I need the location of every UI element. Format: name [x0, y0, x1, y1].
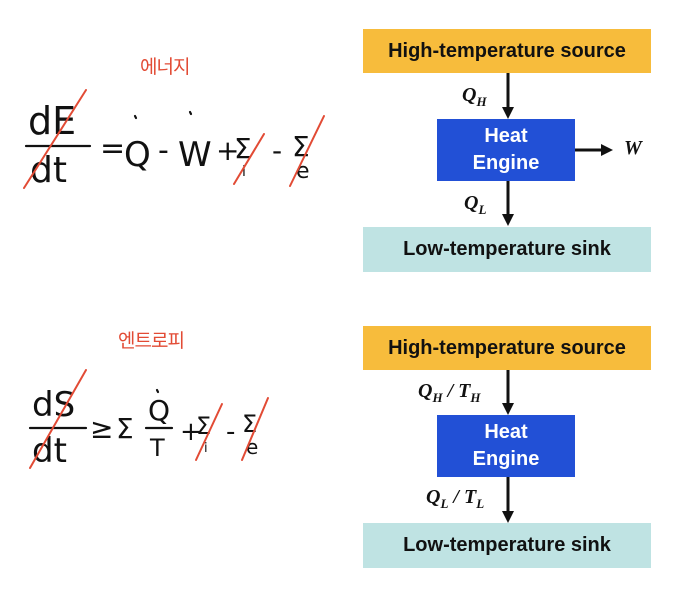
eq2-slash-dSdt: [29, 369, 87, 469]
eq1-W-dot: [188, 110, 193, 116]
eq2-dS: dS: [32, 385, 75, 425]
engine1-ql-label: QL: [464, 192, 487, 217]
eq1-sigma-i: Σ: [234, 132, 252, 165]
eq1-slash-sigma-e: [289, 115, 325, 187]
energy-equation-drawing: dE dt = Q - W + Σ i - Σ e: [23, 89, 325, 191]
engine2-sink-label: Low-temperature sink: [403, 534, 611, 556]
eq1-sub-i: i: [242, 164, 246, 180]
entropy-equation: dS dt ≥ Σ Q T + Σ i - Σ e: [20, 368, 310, 471]
engine2-arrow-qh: [502, 370, 514, 415]
engine1-arrow-ql: [502, 181, 514, 226]
eq2-slash-sigma-i: [195, 403, 223, 461]
engine2-ql-tl-label: QL / TL: [426, 486, 485, 511]
eq1-Q: Q: [124, 135, 151, 175]
entropy-title: 엔트로피: [118, 330, 185, 352]
eq2-Q-dot: [155, 388, 160, 394]
energy-equation: dE dt = Q - W + Σ i - Σ e: [20, 88, 350, 191]
engine2-source-box: High-temperature source: [363, 326, 651, 370]
eq1-slash-dEdt: [23, 89, 87, 189]
engine2-engine-line2: Engine: [472, 448, 540, 470]
engine1-work-label: W: [624, 137, 642, 159]
eq1-slash-sigma-i: [233, 133, 265, 185]
engine1-arrow-work: [575, 144, 613, 156]
engine1-engine-line1: Heat: [484, 125, 528, 147]
eq2-plus: +: [180, 417, 202, 447]
engine2-arrow-ql: [502, 477, 514, 523]
eq2-sigma-e: Σ: [242, 410, 257, 438]
engine2-qh-th-label: QH / TH: [418, 380, 481, 405]
eq2-Q: Q: [148, 394, 170, 427]
eq2-sigma-i: Σ: [196, 412, 211, 440]
eq1-minus2: -: [272, 134, 282, 167]
engine1-engine-line2: Engine: [472, 152, 540, 174]
eq1-minus1: -: [158, 133, 169, 168]
eq1-Q-dot: [133, 114, 138, 120]
eq1-equals: =: [100, 131, 125, 166]
eq1-W: W: [178, 135, 212, 175]
engine2-sink-box: Low-temperature sink: [363, 523, 651, 568]
eq1-dE: dE: [28, 99, 76, 143]
energy-title: 에너지: [140, 56, 190, 78]
engine2-source-label: High-temperature source: [388, 336, 626, 359]
engine2-heat-engine-box: Heat Engine: [437, 415, 575, 477]
eq2-dt: dt: [32, 431, 67, 471]
eq1-plus: +: [216, 134, 239, 167]
engine1-sink-box: Low-temperature sink: [363, 227, 651, 272]
eq2-sigma: Σ: [116, 412, 134, 445]
engine1-sink-label: Low-temperature sink: [403, 238, 611, 260]
engine2-engine-line1: Heat: [484, 421, 528, 443]
eq2-sub-i: i: [204, 441, 208, 456]
eq2-minus: -: [226, 417, 235, 447]
entropy-equation-drawing: dS dt ≥ Σ Q T + Σ i - Σ e: [28, 369, 269, 471]
engine1-arrow-qh: [502, 73, 514, 119]
engine1-source-label: High-temperature source: [388, 39, 626, 62]
engine1-qh-label: QH: [462, 84, 487, 109]
engine1-heat-engine-box: Heat Engine: [437, 119, 575, 181]
eq2-T: T: [149, 434, 165, 462]
engine1-source-box: High-temperature source: [363, 29, 651, 73]
eq2-geq: ≥: [90, 412, 113, 445]
eq2-slash-sigma-e: [241, 397, 269, 461]
